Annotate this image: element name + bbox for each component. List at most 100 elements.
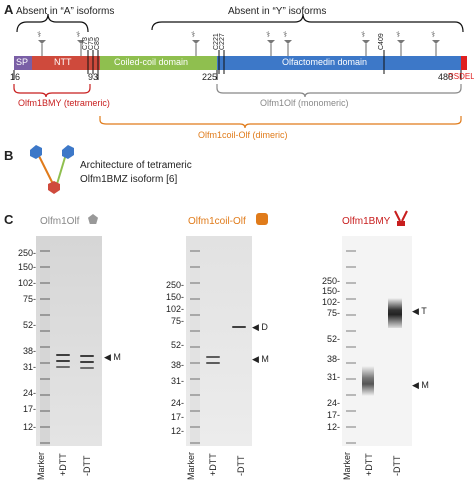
marker-lane — [346, 236, 356, 446]
band-label-m: ◀ M — [252, 354, 269, 364]
marker-label: 52- — [22, 320, 36, 330]
gel-1 — [36, 236, 102, 446]
band-label-t: ◀ T — [412, 306, 427, 316]
bracket-bmy — [13, 84, 91, 98]
marker-label: 75- — [170, 316, 184, 326]
marker-label: 31- — [170, 376, 184, 386]
bracket-olf — [216, 84, 462, 98]
marker-label: 75- — [22, 294, 36, 304]
panel-label-b: B — [4, 148, 14, 163]
band-label-d: ◀ D — [252, 322, 268, 332]
marker-lane — [190, 236, 200, 446]
domain-sp — [14, 56, 32, 70]
cys-label-c227: C227 — [219, 33, 226, 50]
domain-label-rsdel: RSDEL — [448, 72, 474, 81]
marker-label: 24- — [326, 398, 340, 408]
glyco-label: ⚕ — [76, 30, 81, 39]
marker-label: 150- — [17, 262, 36, 272]
marker-lane — [40, 236, 50, 446]
band-label-m: ◀ M — [412, 380, 429, 390]
gel3-icon — [394, 210, 408, 226]
lane-label: Marker — [342, 451, 352, 480]
marker-label: 12- — [22, 422, 36, 432]
bracket-absent-a — [16, 13, 89, 33]
glyco-label: ⚕ — [396, 30, 401, 39]
marker-label: 250- — [321, 276, 340, 286]
residue-16: 16 — [10, 72, 21, 82]
marker-label: 102- — [17, 278, 36, 288]
residue-225: 225 — [202, 72, 218, 82]
tetramer-icon — [30, 145, 74, 194]
lane-label: +DTT — [58, 453, 68, 476]
band-label-m: ◀ M — [104, 352, 121, 362]
residue-480: 480 — [438, 72, 454, 82]
domain-label-coiled: Coiled-coil domain — [114, 57, 189, 67]
bracket-absent-y — [151, 13, 464, 33]
glyco-label: ⚕ — [361, 30, 366, 39]
band — [80, 361, 94, 363]
marker-label: 150- — [321, 286, 340, 296]
form-olf-label: Olfm1Olf (monomeric) — [260, 98, 349, 108]
cys-label-c409: C409 — [378, 33, 385, 50]
gel2-title: Olfm1coil-Olf — [188, 216, 246, 227]
marker-label: 102- — [321, 297, 340, 307]
domain-coiled — [100, 56, 217, 70]
lane-label: -DTT — [392, 455, 402, 477]
glyco-label: ⚕ — [37, 30, 42, 39]
marker-label: 12- — [170, 426, 184, 436]
gel3-title: Olfm1BMY — [342, 216, 391, 227]
lane-label: -DTT — [82, 455, 92, 477]
domain-olfacto — [217, 56, 461, 70]
marker-label: 12- — [326, 422, 340, 432]
marker-label: 38- — [170, 360, 184, 370]
tetramer-caption-1: Architecture of tetrameric — [80, 160, 192, 171]
domain-label-olfacto: Olfactomedin domain — [282, 57, 368, 67]
marker-label: 38- — [22, 346, 36, 356]
domain-label-ntt: NTT — [54, 57, 72, 67]
gel-3 — [342, 236, 412, 446]
gel1-title: Olfm1Olf — [40, 216, 80, 227]
gel1-pentagon-icon — [88, 214, 98, 224]
band — [206, 356, 220, 358]
band — [56, 366, 70, 368]
marker-label: 75- — [326, 308, 340, 318]
marker-label: 17- — [326, 410, 340, 420]
marker-label: 52- — [170, 340, 184, 350]
marker-label: 17- — [22, 404, 36, 414]
cys-label-c85: C85 — [94, 37, 101, 50]
absent-y-label: Absent in “Y” isoforms — [228, 6, 327, 17]
marker-label: 31- — [326, 372, 340, 382]
band — [80, 355, 94, 357]
band — [206, 362, 220, 364]
band — [56, 354, 70, 356]
marker-label: 150- — [165, 292, 184, 302]
marker-label: 17- — [170, 412, 184, 422]
marker-label: 250- — [165, 280, 184, 290]
lane-label: -DTT — [236, 455, 246, 477]
domain-diagram — [13, 13, 467, 129]
residue-93: 93 — [88, 72, 99, 82]
glyco-label: ⚕ — [191, 30, 196, 39]
domain-rsdel — [461, 56, 467, 70]
lane-label: Marker — [186, 451, 196, 480]
band — [56, 360, 70, 362]
lane-label: +DTT — [208, 453, 218, 476]
glyco-label: ⚕ — [266, 30, 271, 39]
domain-label-sp: SP — [16, 57, 29, 67]
lane-label: Marker — [36, 451, 46, 480]
marker-label: 24- — [170, 398, 184, 408]
marker-label: 52- — [326, 334, 340, 344]
marker-label: 38- — [326, 354, 340, 364]
panel-label-a: A — [4, 2, 14, 17]
form-bmy-label: Olfm1BMY (tetrameric) — [18, 98, 110, 108]
marker-label: 31- — [22, 362, 36, 372]
form-coilolf-label: Olfm1coil-Olf (dimeric) — [198, 130, 288, 140]
gel2-icon — [256, 213, 268, 225]
lane-label: +DTT — [364, 453, 374, 476]
marker-label: 24- — [22, 388, 36, 398]
domain-ntt — [32, 56, 100, 70]
smear — [362, 366, 374, 396]
band — [232, 326, 246, 328]
glyco-label: ⚕ — [431, 30, 436, 39]
band — [80, 367, 94, 369]
